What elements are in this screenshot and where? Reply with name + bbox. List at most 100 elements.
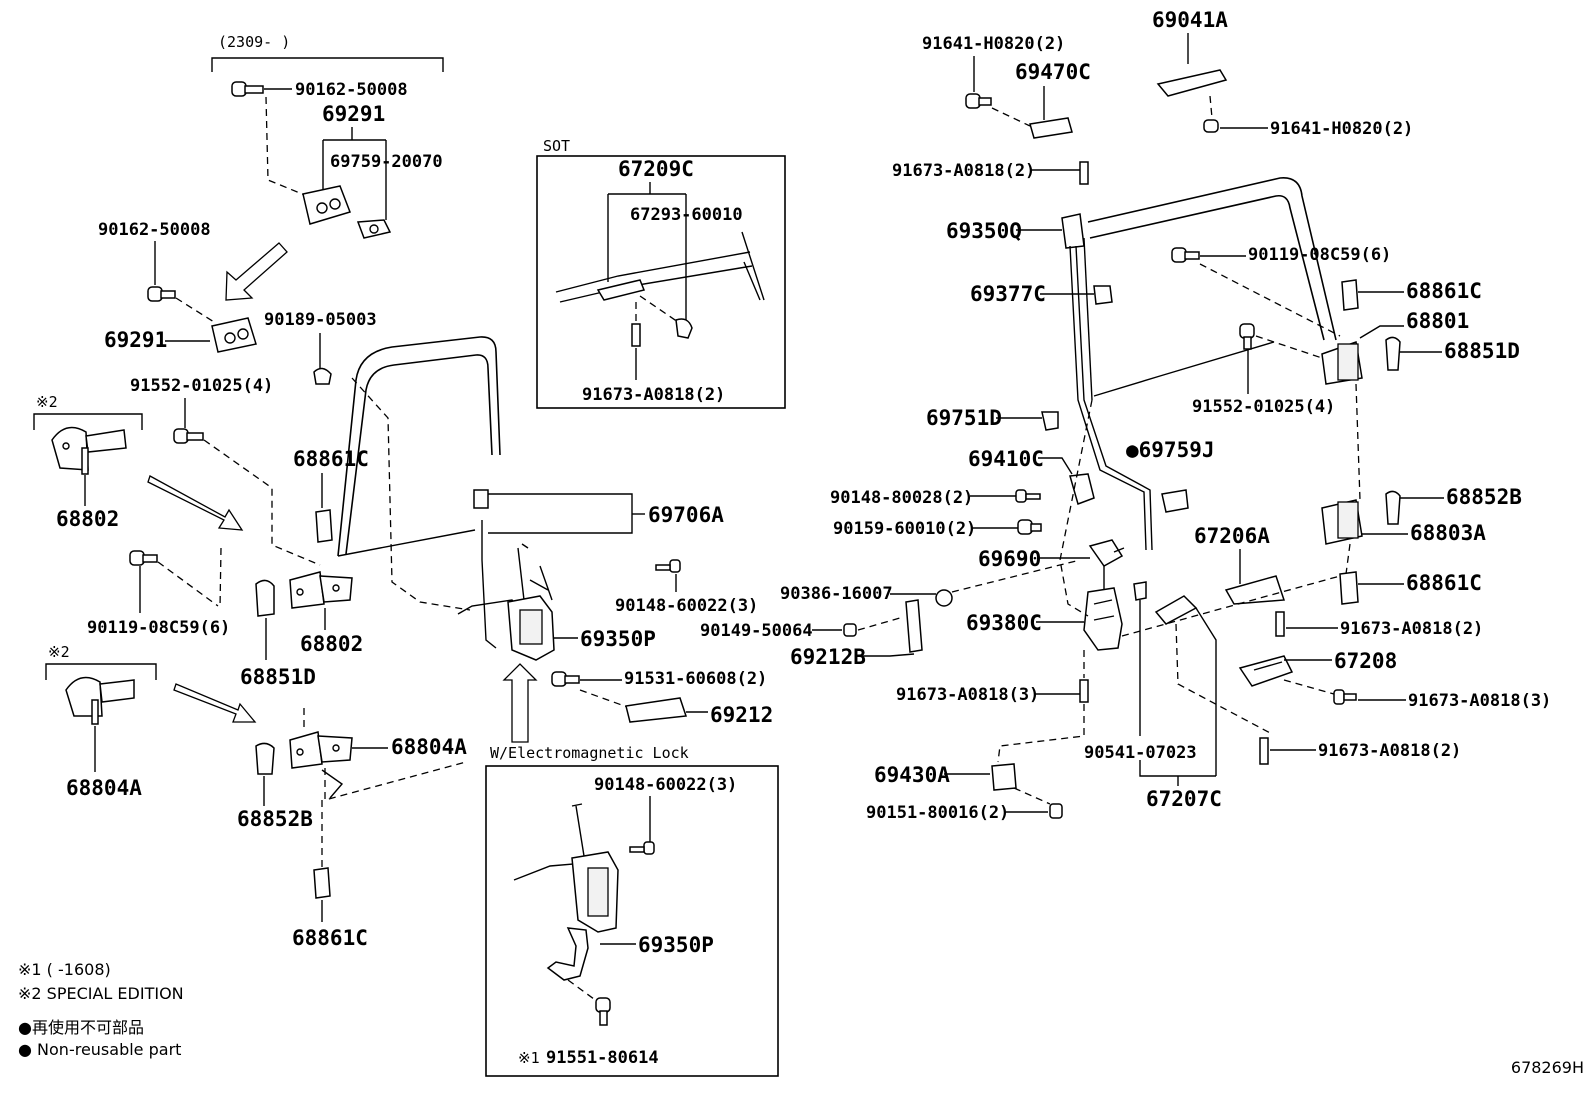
label-69212[interactable]: 69212 — [710, 703, 773, 727]
lock-69690 — [1088, 539, 1125, 605]
label-69350p-a[interactable]: 69350P — [580, 627, 656, 651]
label-91673-a0818-r3[interactable]: 91673-A0818(3) — [896, 685, 1039, 705]
pad-68861c-left — [315, 509, 333, 543]
label-68802-special[interactable]: 68802 — [56, 507, 119, 531]
label-68803a[interactable]: 68803A — [1410, 521, 1486, 545]
cushion-90386-16007 — [935, 589, 953, 607]
label-69751d[interactable]: 69751D — [926, 406, 1002, 430]
label-91551-80614[interactable]: 91551-80614 — [546, 1048, 659, 1068]
label-68804a-special[interactable]: 68804A — [66, 776, 142, 800]
screw-91673-r3 — [1079, 679, 1089, 703]
label-91552-01025-left[interactable]: 91552-01025(4) — [130, 376, 273, 396]
label-90119-08c59-right[interactable]: 90119-08C59(6) — [1248, 245, 1391, 265]
label-91552-01025-right[interactable]: 91552-01025(4) — [1192, 397, 1335, 417]
direction-arrow-up — [502, 663, 538, 743]
label-68852b-left[interactable]: 68852B — [237, 807, 313, 831]
label-68852b-right[interactable]: 68852B — [1446, 485, 1522, 509]
label-69350q[interactable]: 69350Q — [946, 219, 1022, 243]
label-69410c[interactable]: 69410C — [968, 447, 1044, 471]
label-90149-50064[interactable]: 90149-50064 — [700, 621, 813, 641]
striker-67207c — [1154, 595, 1198, 625]
pad-68861c-r1 — [1341, 279, 1359, 311]
pad-68861c-bottom — [313, 867, 331, 899]
label-91673-a0818-r4[interactable]: 91673-A0818(3) — [1408, 691, 1551, 711]
label-90541-07023[interactable]: 90541-07023 — [1084, 743, 1197, 763]
label-68861c-bottom[interactable]: 68861C — [292, 926, 368, 950]
label-69470c[interactable]: 69470C — [1015, 60, 1091, 84]
label-67209c[interactable]: 67209C — [618, 157, 694, 181]
bolt-91552-right — [1239, 323, 1255, 350]
bolt-91641-b — [1203, 119, 1219, 133]
legend-note-2: ※2 SPECIAL EDITION — [18, 984, 184, 1003]
label-69377c[interactable]: 69377C — [970, 282, 1046, 306]
label-68861c-r1[interactable]: 68861C — [1406, 279, 1482, 303]
label-69291-mid[interactable]: 69291 — [104, 328, 167, 352]
label-69291-top[interactable]: 69291 — [322, 102, 385, 126]
bracket-69430a — [991, 763, 1017, 791]
door-lock-69350p — [457, 520, 555, 661]
label-90162-50008-mid[interactable]: 90162-50008 — [98, 220, 211, 240]
label-69759j[interactable]: ●69759J — [1126, 438, 1215, 462]
screw-91673-r1 — [1079, 161, 1089, 185]
legend-non-reusable-jp: ●再使用不可部品 — [18, 1018, 144, 1037]
label-69380c[interactable]: 69380C — [966, 611, 1042, 635]
cover-68852b-right — [1385, 490, 1401, 525]
label-69350p-b[interactable]: 69350P — [638, 933, 714, 957]
label-91673-a0818-r2[interactable]: 91673-A0818(2) — [1340, 619, 1483, 639]
label-68802-main[interactable]: 68802 — [300, 632, 363, 656]
handle-69212 — [625, 697, 688, 723]
label-91673-a0818-r5[interactable]: 91673-A0818(2) — [1318, 741, 1461, 761]
cover-68851d-left — [255, 579, 275, 617]
bracket-67206a — [1224, 575, 1286, 605]
label-90148-80028[interactable]: 90148-80028(2) — [830, 488, 973, 508]
label-68851d-left[interactable]: 68851D — [240, 665, 316, 689]
label-69430a[interactable]: 69430A — [874, 763, 950, 787]
bolt-91551 — [595, 997, 611, 1026]
label-91641-h0820-b[interactable]: 91641-H0820(2) — [1270, 119, 1413, 139]
serial-range-bracket — [211, 57, 444, 72]
direction-arrow-left-b — [173, 683, 257, 723]
label-68861c-left[interactable]: 68861C — [293, 447, 369, 471]
label-90386-16007[interactable]: 90386-16007 — [780, 584, 893, 604]
bracket-69470c — [1029, 117, 1073, 139]
label-90148-60022-a[interactable]: 90148-60022(3) — [615, 596, 758, 616]
bolt-91641-a — [965, 93, 992, 109]
hinge-68803a — [1321, 499, 1363, 545]
screw-90149-50064 — [843, 623, 857, 637]
label-68804a-main[interactable]: 68804A — [391, 735, 467, 759]
label-91531-60608[interactable]: 91531-60608(2) — [624, 669, 767, 689]
label-90159-60010[interactable]: 90159-60010(2) — [833, 519, 976, 539]
label-90162-50008-top[interactable]: 90162-50008 — [295, 80, 408, 100]
label-91641-h0820-a[interactable]: 91641-H0820(2) — [922, 34, 1065, 54]
label-69041a[interactable]: 69041A — [1152, 8, 1228, 32]
label-91673-a0818-r1[interactable]: 91673-A0818(2) — [892, 161, 1035, 181]
bolt-90162-mid — [147, 286, 176, 302]
label-69690[interactable]: 69690 — [978, 547, 1041, 571]
hinge-68804a-main — [289, 731, 353, 769]
label-67208[interactable]: 67208 — [1334, 649, 1397, 673]
label-90148-60022-b[interactable]: 90148-60022(3) — [594, 775, 737, 795]
label-67293-60010[interactable]: 67293-60010 — [630, 205, 743, 225]
label-91673-a0818-sot[interactable]: 91673-A0818(2) — [582, 385, 725, 405]
rod-connector-69706a — [473, 489, 489, 509]
label-69759-20070[interactable]: 69759-20070 — [330, 152, 443, 172]
hinge-68804a-special — [65, 676, 135, 725]
label-90151-80016[interactable]: 90151-80016(2) — [866, 803, 1009, 823]
label-68851d-right[interactable]: 68851D — [1444, 339, 1520, 363]
pad-68861c-r2 — [1339, 571, 1359, 605]
label-90119-08c59-left[interactable]: 90119-08C59(6) — [87, 618, 230, 638]
label-67206a[interactable]: 67206A — [1194, 524, 1270, 548]
direction-arrow-top — [225, 242, 288, 301]
electromagnetic-header: W/Electromagnetic Lock — [490, 744, 689, 762]
label-90189-05003[interactable]: 90189-05003 — [264, 310, 377, 330]
label-69212b[interactable]: 69212B — [790, 645, 866, 669]
label-67207c[interactable]: 67207C — [1146, 787, 1222, 811]
label-69706a[interactable]: 69706A — [648, 503, 724, 527]
clip-69377c — [1093, 285, 1113, 305]
label-68801[interactable]: 68801 — [1406, 309, 1469, 333]
label-68861c-r2[interactable]: 68861C — [1406, 571, 1482, 595]
screw-90148-80028 — [1015, 489, 1041, 503]
bracket-69041a — [1156, 69, 1228, 97]
bracket-69291-top — [302, 185, 351, 225]
bolt-90119-right — [1171, 247, 1200, 263]
